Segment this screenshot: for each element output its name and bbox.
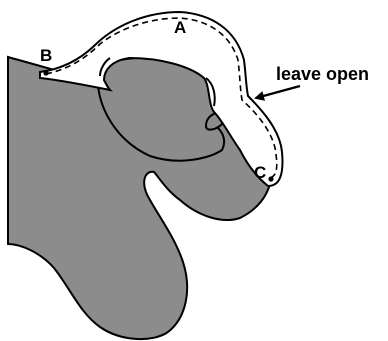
label-a: A bbox=[174, 18, 186, 37]
point-b-dot bbox=[43, 70, 48, 75]
label-b: B bbox=[40, 46, 52, 65]
point-c-dot bbox=[268, 176, 273, 181]
annotation-leave-open: leave open bbox=[276, 64, 369, 84]
label-c: C bbox=[254, 163, 266, 182]
leave-open-arrow bbox=[256, 86, 300, 98]
